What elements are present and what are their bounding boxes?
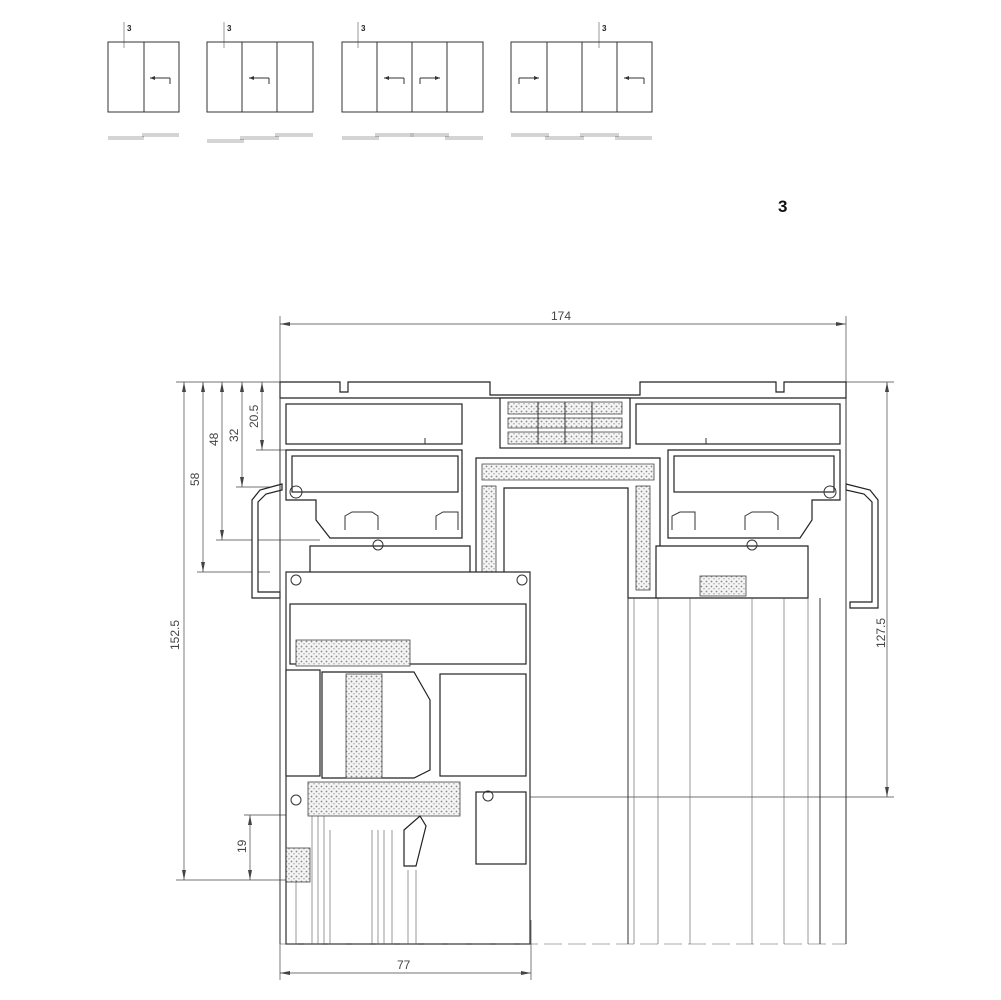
head-chamber-left [285,403,463,445]
dim-label: 20.5 [247,404,261,428]
thermal-break [499,397,631,449]
plan-view [511,133,652,140]
plan-view [207,133,313,143]
dim-label: 174 [551,309,571,323]
brush-seal [699,575,747,597]
config-marker: 3 [227,24,232,33]
head-frame [279,381,847,399]
dim-label: 19 [235,839,249,853]
left-sash [285,571,531,945]
sash-insulation-top [295,639,411,667]
config-marker: 3 [127,24,132,33]
section-label: 3 [778,197,787,216]
frame-section [251,381,879,945]
glazing-insulation [345,673,383,779]
left-cover-clip [251,483,283,599]
dim-label: 48 [207,432,221,446]
config-4-panel-center: 3 [341,22,484,140]
dim-label: 152.5 [168,620,182,650]
config-2-panel: 3 [107,22,180,140]
dim-label: 77 [397,958,411,972]
slide-arrow-left [624,76,645,84]
right-panel [627,398,847,944]
dim-152-5: 152.5 [168,381,300,881]
dim-48: 48 [207,382,320,541]
slide-arrow-left [249,76,270,84]
dim-label: 32 [227,428,241,442]
dim-127-5: 127.5 [524,381,894,798]
config-marker: 3 [602,24,607,33]
dim-58: 58 [188,382,270,573]
plan-view [342,133,483,140]
slide-arrow-left [150,76,171,84]
config-thumbnails: 3 3 [107,22,653,143]
dim-sash-width: 77 [279,920,532,980]
config-4-panel-sides: 3 [510,22,653,140]
dimensions: 174 77 152.5 58 [168,309,894,980]
dim-overall-width: 174 [279,309,847,384]
sash-insulation-bottom [307,781,461,817]
config-3-panel: 3 [206,22,314,143]
bottom-gasket [285,847,311,883]
head-chamber-right [635,403,841,445]
plan-view [108,133,179,140]
slide-arrow-left [384,76,405,84]
dim-label: 58 [188,472,202,486]
config-marker: 3 [361,24,366,33]
slide-arrow-right [419,76,440,84]
right-cover-clip [845,483,879,609]
slide-arrow-right [518,76,539,84]
dim-20-5: 20.5 [247,382,290,451]
dim-32: 32 [227,382,280,488]
dim-label: 127.5 [874,618,888,648]
